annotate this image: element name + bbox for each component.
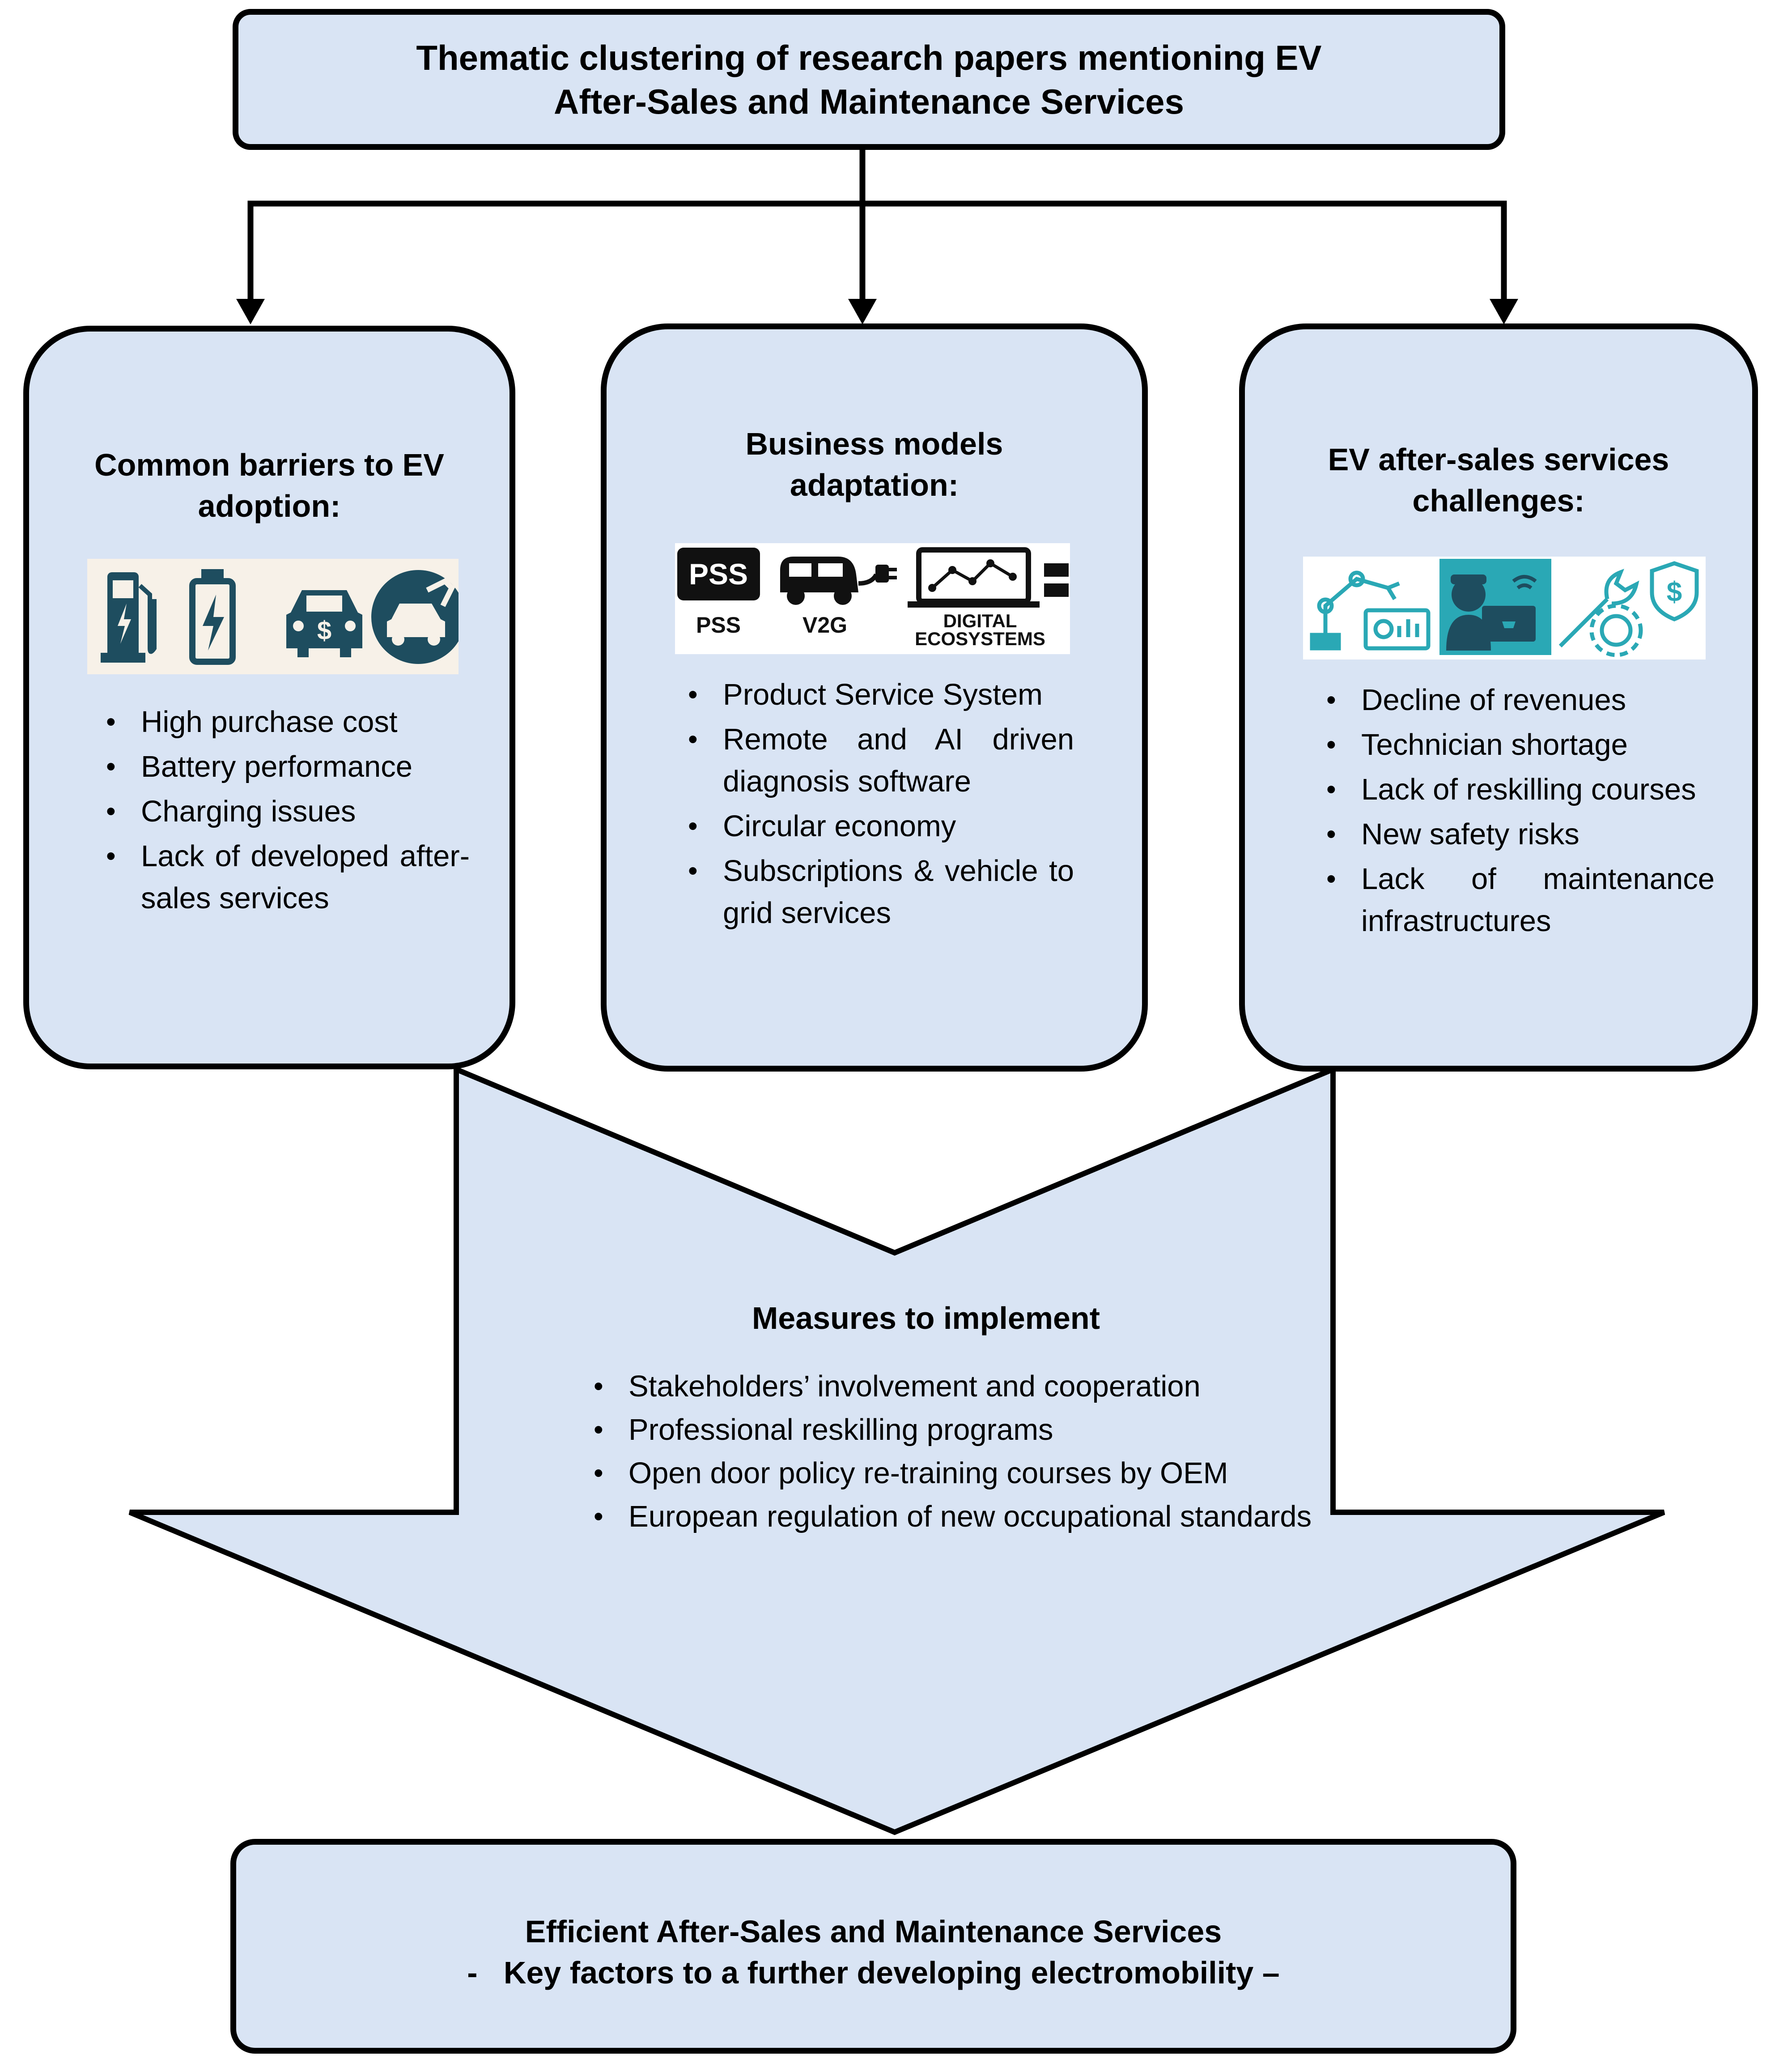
title-line1: Thematic clustering of research papers m… xyxy=(416,38,1322,77)
list-item: Battery performance xyxy=(96,746,470,788)
pss-badge-text: PSS xyxy=(689,557,748,591)
fuel-pump-icon xyxy=(101,572,157,663)
list-item: Lack of developed after-sales services xyxy=(96,835,470,919)
pss-icon: PSS PSS xyxy=(677,548,760,638)
challenges-list: Decline of revenues Technician shortage … xyxy=(1316,679,1715,945)
title-line2: After-Sales and Maintenance Services xyxy=(554,81,1184,121)
measures-title: Measures to implement xyxy=(752,1301,1100,1336)
technician-laptop-icon xyxy=(1439,559,1551,655)
svg-text:$: $ xyxy=(1667,577,1682,608)
robot-arm-icon xyxy=(1310,570,1431,651)
wrench-gear-dollar-icon: $ xyxy=(1558,561,1699,657)
list-item: Decline of revenues xyxy=(1316,679,1715,721)
v2g-label: V2G xyxy=(802,613,847,638)
list-item: Open door policy re-training courses by … xyxy=(584,1452,1320,1494)
measures-list: Stakeholders’ involvement and cooperatio… xyxy=(584,1366,1320,1539)
connector-arrowheads xyxy=(236,299,1518,324)
challenges-heading-line1: EV after-sales services xyxy=(1328,442,1669,477)
business-models-heading: Business models adaptation: xyxy=(607,423,1142,506)
car-service-icon xyxy=(371,570,465,664)
business-models-heading-line2: adaptation: xyxy=(790,468,959,502)
list-item: Circular economy xyxy=(678,805,1074,847)
list-item: High purchase cost xyxy=(96,701,470,743)
challenges-box: EV after-sales services challenges: xyxy=(1239,323,1758,1072)
challenges-icon-strip: $ xyxy=(1303,557,1706,659)
v2g-icon: V2G xyxy=(780,557,897,638)
barriers-box: Common barriers to EV adoption: $ xyxy=(23,326,515,1069)
car-dollar-icon: $ xyxy=(286,590,362,657)
list-item: Professional reskilling programs xyxy=(584,1409,1320,1451)
challenges-heading-line2: challenges: xyxy=(1412,483,1585,518)
list-item: Charging issues xyxy=(96,791,470,833)
pss-label: PSS xyxy=(696,613,741,638)
barriers-heading-line2: adoption: xyxy=(198,489,341,523)
digital-ecosystems-icon: DIGITAL ECOSYSTEMS xyxy=(908,547,1069,649)
list-item: New safety risks xyxy=(1316,813,1715,855)
barriers-heading: Common barriers to EV adoption: xyxy=(29,444,509,527)
list-item: Product Service System xyxy=(678,674,1074,716)
digital-label-line2: ECOSYSTEMS xyxy=(915,628,1045,649)
challenges-heading: EV after-sales services challenges: xyxy=(1245,439,1752,521)
list-item: Lack of reskilling courses xyxy=(1316,769,1715,811)
list-item: Technician shortage xyxy=(1316,724,1715,766)
result-line2: - Key factors to a further developing el… xyxy=(467,1955,1280,1990)
list-item: Stakeholders’ involvement and cooperatio… xyxy=(584,1366,1320,1408)
result-box: Efficient After-Sales and Maintenance Se… xyxy=(230,1839,1516,2054)
barriers-list: High purchase cost Battery performance C… xyxy=(96,701,470,922)
business-models-list: Product Service System Remote and AI dri… xyxy=(678,674,1074,937)
list-item: Lack of maintenance infrastructures xyxy=(1316,858,1715,942)
connector-lines xyxy=(247,150,1507,301)
result-line1: Efficient After-Sales and Maintenance Se… xyxy=(525,1914,1222,1949)
business-models-box: Business models adaptation: PSS PSS V2G xyxy=(601,323,1148,1072)
barriers-icon-strip: $ xyxy=(87,559,465,674)
svg-text:$: $ xyxy=(317,616,331,645)
business-models-heading-line1: Business models xyxy=(745,426,1003,461)
list-item: Subscriptions & vehicle to grid services xyxy=(678,850,1074,934)
business-models-icon-strip: PSS PSS V2G D xyxy=(675,543,1070,654)
battery-charge-icon xyxy=(189,569,236,665)
barriers-heading-line1: Common barriers to EV xyxy=(94,447,444,482)
list-item: European regulation of new occupational … xyxy=(584,1496,1320,1538)
list-item: Remote and AI driven diagnosis software xyxy=(678,719,1074,803)
digital-label-line1: DIGITAL xyxy=(943,610,1017,631)
title-box: Thematic clustering of research papers m… xyxy=(233,9,1505,150)
